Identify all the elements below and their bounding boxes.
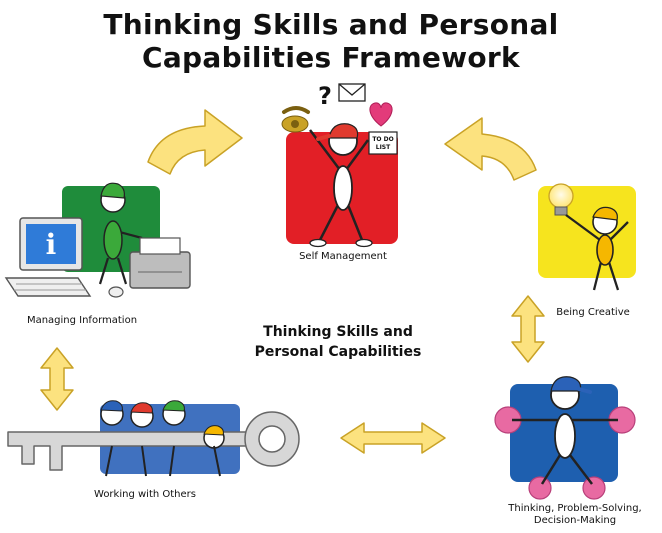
thinking-figure	[512, 376, 618, 485]
label-thinking-line-1: Thinking, Problem-Solving,	[508, 503, 642, 514]
info-symbol: i	[46, 228, 57, 261]
title-line-1: Thinking Skills and Personal	[103, 8, 559, 41]
telephone-icon	[281, 106, 310, 133]
managing-information-figure	[98, 182, 143, 285]
double-arrow-horizontal	[340, 422, 446, 454]
label-thinking: Thinking, Problem-Solving, Decision-Maki…	[490, 503, 660, 527]
todo-line-1: TO DO	[372, 136, 393, 143]
double-arrow-vertical-left	[40, 347, 74, 411]
center-caption-line-1: Thinking Skills and	[263, 324, 413, 340]
heart-icon	[369, 102, 393, 127]
question-mark-icon: ?	[318, 82, 332, 110]
diagram-title: Thinking Skills and Personal Capabilitie…	[0, 8, 662, 74]
center-caption: Thinking Skills and Personal Capabilitie…	[228, 322, 448, 362]
being-creative-illustration	[538, 183, 636, 291]
pom-pom-icon	[494, 406, 636, 500]
label-self-management: Self Management	[299, 251, 387, 262]
double-arrow-vertical-right	[511, 295, 545, 363]
self-management-figure	[309, 123, 373, 248]
label-being-creative: Being Creative	[556, 307, 630, 318]
todo-list-icon: TO DO LIST	[368, 131, 398, 155]
label-managing-information: Managing Information	[26, 315, 138, 326]
envelope-icon	[338, 83, 366, 102]
label-working-with-others: Working with Others	[94, 489, 196, 500]
title-line-2: Capabilities Framework	[142, 41, 520, 74]
group-figures	[100, 400, 225, 477]
todo-line-2: LIST	[376, 144, 391, 151]
computer-icon: i	[4, 217, 124, 298]
label-thinking-line-2: Decision-Making	[533, 515, 617, 526]
printer-icon	[129, 237, 191, 289]
being-creative-figure	[565, 206, 629, 291]
lightbulb-icon	[548, 183, 574, 216]
center-caption-line-2: Personal Capabilities	[254, 344, 422, 360]
self-management-illustration: ? TO DO LIST	[281, 82, 398, 248]
working-with-others-illustration	[7, 400, 300, 477]
managing-information-illustration: i	[4, 182, 191, 298]
thinking-illustration	[494, 376, 636, 500]
curved-arrow-right	[444, 117, 537, 181]
key-icon	[7, 411, 300, 471]
curved-arrow-left	[147, 109, 243, 175]
